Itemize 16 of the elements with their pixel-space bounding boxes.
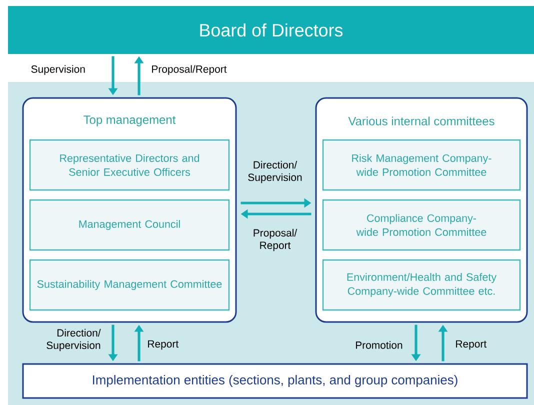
process-box: Risk Management Company-wide Promotion Committee: [322, 139, 521, 191]
edge-label: Direction/ Supervision: [248, 160, 302, 184]
edge-label: Report: [456, 340, 487, 350]
edge-label: Direction/ Supervision: [46, 328, 101, 352]
edge-label: Proposal/ Report: [254, 228, 298, 252]
edge-label: Promotion: [356, 341, 402, 349]
process-box: Representative Directors and Senior Executive Officers: [29, 139, 230, 191]
process-box: Compliance Company-wide Promotion Committee: [322, 199, 521, 251]
process-box: Sustainability Management Committee: [29, 259, 230, 311]
implementation-box: Implementation entities (sections, plants, and group companies): [22, 363, 528, 399]
edge-label: Supervision: [31, 65, 85, 75]
title-band: Board of Directors: [8, 6, 534, 54]
edge-label: Proposal/Report: [152, 65, 227, 75]
edge-label: Report: [148, 340, 179, 350]
process-box: Environment/Health and Safety Company-wide Committee etc.: [322, 259, 521, 311]
process-box: Management Council: [29, 199, 230, 251]
